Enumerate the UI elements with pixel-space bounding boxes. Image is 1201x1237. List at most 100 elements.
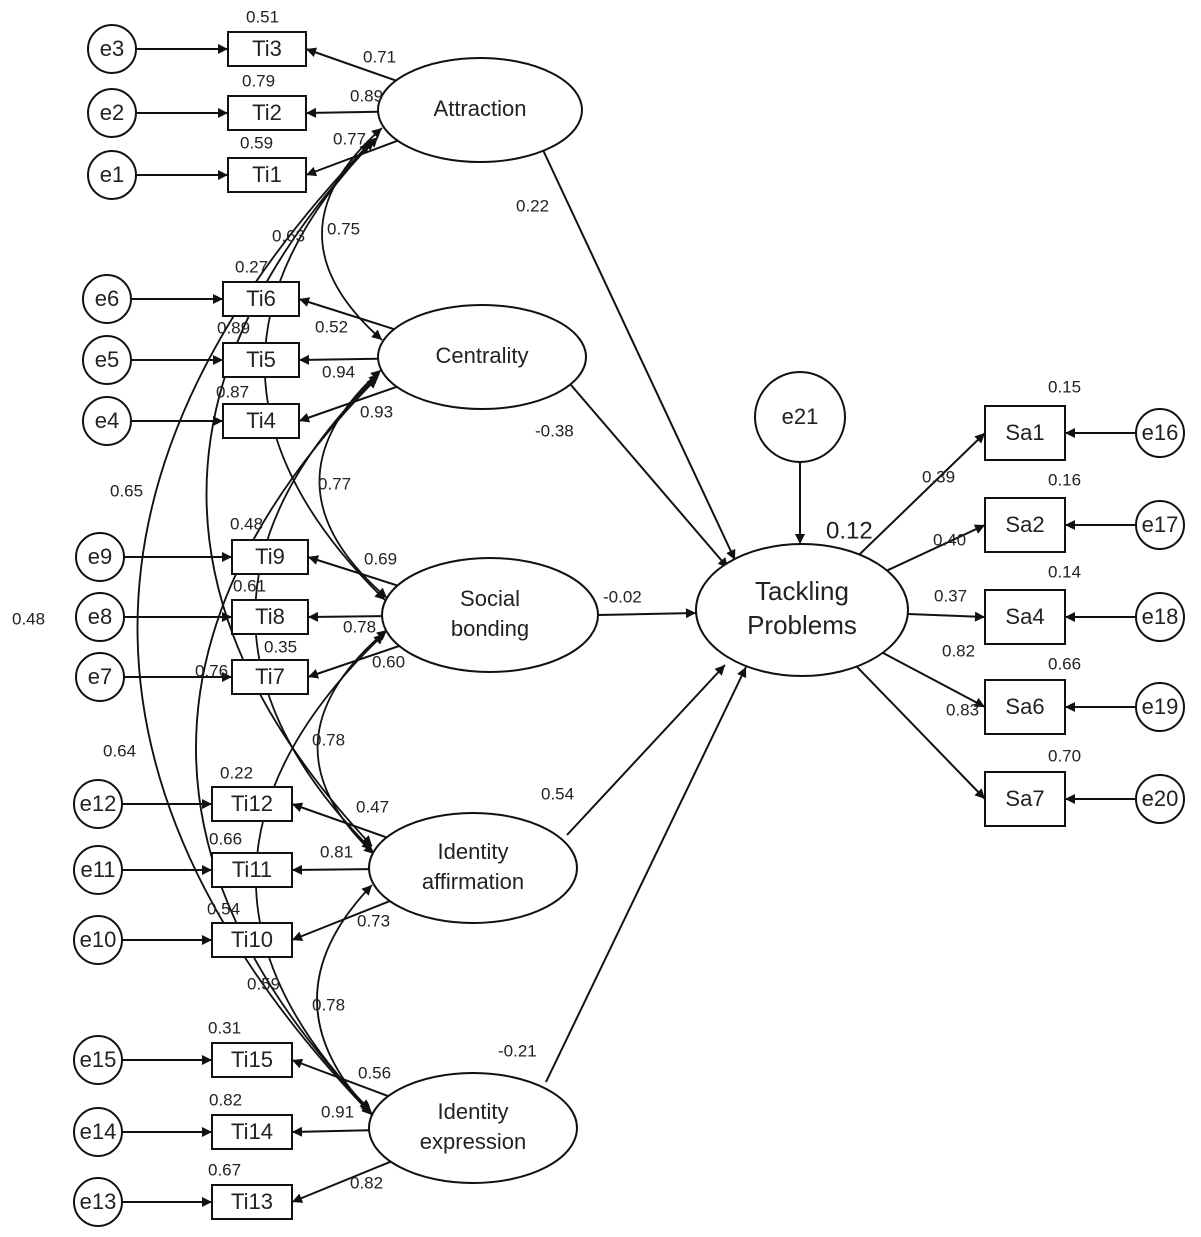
covariance-centrality-express [195, 377, 378, 1113]
structural-path-social [597, 608, 697, 619]
indicator-r2: 0.27 [235, 257, 268, 276]
covariance-value: 0.63 [272, 226, 305, 245]
indicator-label: Ti10 [231, 927, 273, 952]
indicator-r2: 0.14 [1048, 562, 1081, 581]
error-e5 [82, 335, 132, 385]
loading-value: 0.69 [364, 549, 397, 568]
indicator-label: Ti5 [246, 347, 276, 372]
loading-path [907, 611, 986, 622]
indicator-r2: 0.89 [217, 318, 250, 337]
indicator-label: Ti15 [231, 1047, 273, 1072]
covariance-value: 0.77 [318, 474, 351, 493]
covariance-attraction-centrality [321, 127, 383, 341]
structural-path-affirm [566, 664, 726, 836]
error-e11 [73, 845, 123, 895]
error-label: e10 [80, 927, 117, 952]
loading-value: 0.37 [934, 586, 967, 605]
error-e4 [82, 396, 132, 446]
loading-value: 0.81 [320, 842, 353, 861]
error-label: e11 [80, 857, 115, 882]
covariance-social-affirm [316, 629, 388, 855]
indicator-r2: 0.31 [208, 1018, 241, 1037]
error-e20 [1135, 774, 1185, 824]
latent-affirm [368, 812, 578, 924]
error-e10 [73, 915, 123, 965]
error-e17 [1135, 500, 1185, 550]
loading-value: 0.77 [333, 129, 366, 148]
loading-value: 0.71 [363, 47, 396, 66]
indicator-label: Ti13 [231, 1189, 273, 1214]
covariance-affirm-express [316, 884, 373, 1115]
latent-social [381, 557, 599, 673]
indicator-Sa4 [984, 589, 1066, 645]
covariance-value: 0.76 [195, 661, 228, 680]
loading-value: 0.47 [356, 797, 389, 816]
error-e1 [87, 150, 137, 200]
covariance-value: 0.59 [247, 974, 280, 993]
error-label: e21 [782, 404, 819, 429]
error-e16 [1135, 408, 1185, 458]
loading-value: 0.52 [315, 317, 348, 336]
indicator-label: Sa2 [1005, 512, 1044, 537]
indicator-label: Ti2 [252, 100, 282, 125]
structural-path-express [545, 666, 747, 1083]
error-label: e5 [95, 347, 119, 372]
error-label: e19 [1142, 694, 1179, 719]
indicator-label: Ti12 [231, 791, 273, 816]
loading-value: 0.89 [350, 86, 383, 105]
error-label: e15 [80, 1047, 117, 1072]
loading-value: 0.60 [372, 652, 405, 671]
loading-path [298, 354, 379, 365]
latent-label-attraction: Attraction [434, 96, 527, 121]
indicator-r2: 0.16 [1048, 470, 1081, 489]
covariance-value: 0.65 [110, 481, 143, 500]
indicator-label: Sa6 [1005, 694, 1044, 719]
indicator-Ti10 [211, 922, 293, 958]
error-label: e1 [100, 162, 124, 187]
error-label: e8 [88, 604, 112, 629]
indicator-Ti4 [222, 403, 300, 439]
indicator-Ti12 [211, 786, 293, 822]
indicator-label: Ti6 [246, 286, 276, 311]
indicator-r2: 0.35 [264, 637, 297, 656]
path-coefficient: 0.54 [541, 784, 574, 803]
loading-path [858, 432, 986, 556]
loading-value: 0.40 [933, 530, 966, 549]
error-e14 [73, 1107, 123, 1157]
loading-value: 0.91 [321, 1102, 354, 1121]
latent-tackle [695, 543, 909, 677]
loading-path [291, 1160, 392, 1203]
error-e21 [754, 371, 846, 463]
indicator-label: Sa4 [1005, 604, 1044, 629]
error-e18 [1135, 592, 1185, 642]
indicator-r2: 0.67 [208, 1160, 241, 1179]
loading-path [305, 107, 379, 118]
path-coefficient: -0.21 [498, 1041, 537, 1060]
indicator-r2: 0.15 [1048, 377, 1081, 396]
structural-path-centrality [564, 377, 729, 569]
latent-label-centrality: Centrality [436, 343, 529, 368]
error-e2 [87, 88, 137, 138]
error-label: e7 [88, 664, 112, 689]
error-label: e13 [80, 1189, 117, 1214]
indicator-label: Ti7 [255, 664, 285, 689]
error-label: e12 [80, 791, 117, 816]
covariance-centrality-social [318, 369, 388, 599]
indicator-label: Sa7 [1005, 786, 1044, 811]
indicator-label: Ti9 [255, 544, 285, 569]
indicator-Ti7 [231, 659, 309, 695]
indicator-r2: 0.70 [1048, 746, 1081, 765]
latent-label-affirm: Identity [438, 839, 509, 864]
loading-value: 0.82 [350, 1173, 383, 1192]
error-e6 [82, 274, 132, 324]
error-label: e9 [88, 544, 112, 569]
covariance-value: 0.64 [103, 741, 136, 760]
latent-centrality [377, 304, 587, 410]
indicator-label: Ti1 [252, 162, 282, 187]
loading-value: 0.94 [322, 362, 355, 381]
latent-label-social: Social [460, 586, 520, 611]
error-label: e3 [100, 36, 124, 61]
indicator-Sa1 [984, 405, 1066, 461]
indicator-label: Ti14 [231, 1119, 273, 1144]
